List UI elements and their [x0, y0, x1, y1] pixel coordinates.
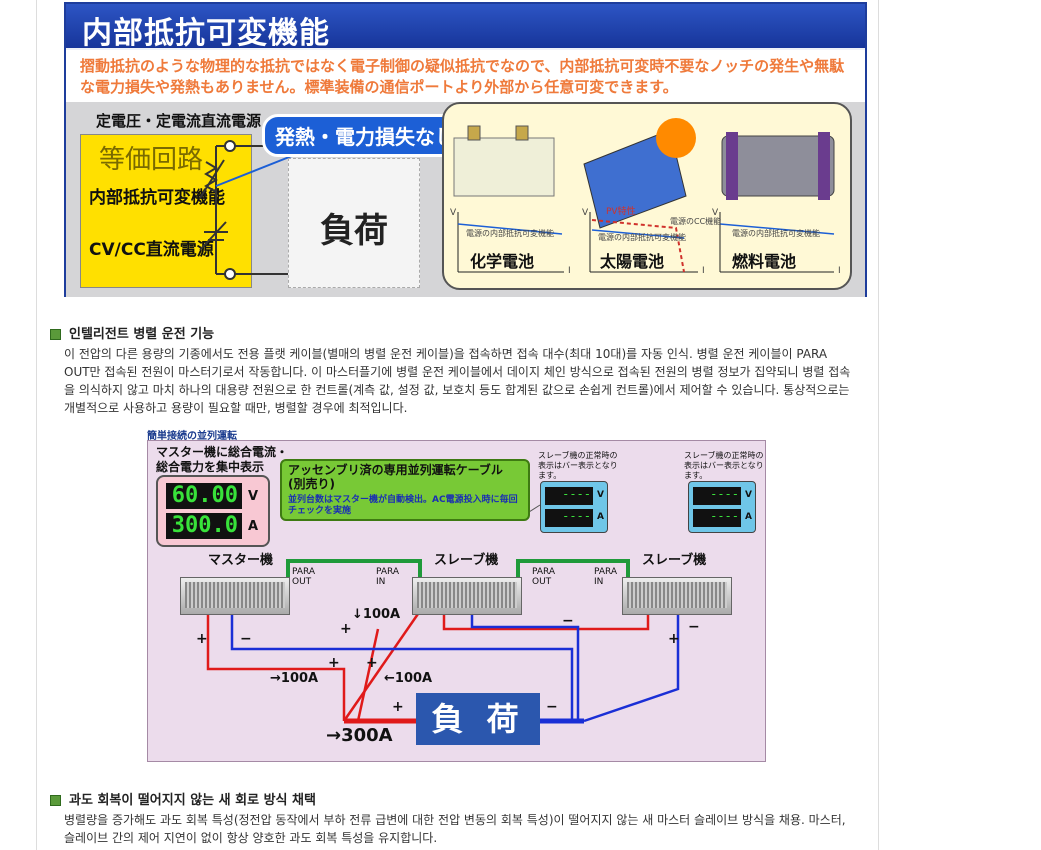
para-in-1: PARA IN: [376, 567, 400, 587]
pv-label: PV特性: [606, 207, 636, 217]
left-border: [36, 0, 37, 850]
slave-note-2: スレーブ機の正常時の表示はバー表示となります。: [684, 451, 764, 480]
fuel-curve-label: 電源の内部抵抗可変機能: [732, 229, 820, 238]
internal-resistance-banner: 内部抵抗可変機能 摺動抵抗のような物理的な抵抗ではなく電子制御の疑似抵抗でなので…: [64, 2, 867, 297]
cvcc-label: CV/CC直流電源: [89, 240, 214, 260]
axis-v-2: V: [582, 208, 589, 218]
psu-caption: 定電圧・定電流直流電源: [96, 112, 262, 130]
banner-title: 内部抵抗可変機能: [82, 16, 330, 51]
circuit-wires: [199, 140, 323, 280]
fuel-battery-label: 燃料電池: [732, 252, 797, 271]
parallel-diagram-tag: 簡単接続の並列運転: [147, 431, 237, 442]
para-in-2: PARA IN: [594, 567, 618, 587]
cable-callout-title: アッセンブリ済の専用並列運転ケーブル (別売り): [288, 463, 503, 491]
chem-curve-label: 電源の内部抵抗可変機能: [466, 229, 554, 238]
minus-sign-2: −: [562, 613, 574, 629]
right-border: [878, 0, 879, 850]
bullet-icon: [50, 329, 61, 340]
cable-title-line1: アッセンブリ済の専用並列運転ケーブル: [288, 463, 503, 477]
slave-power-supply-2: [622, 577, 732, 615]
slave-meter-2: ---- V ---- A: [688, 481, 756, 533]
battery-illustrations: [453, 118, 835, 273]
cc-curve-label: 電源のCC機能: [670, 217, 722, 226]
slave1-front-panel: [417, 582, 517, 608]
slave2-current-unit: A: [745, 512, 752, 522]
load-label: 負荷: [320, 211, 388, 251]
slave2-front-panel: [627, 582, 727, 608]
slave-meter-1: ---- V ---- A: [540, 481, 608, 533]
cable-title-line2: (別売り): [288, 477, 335, 491]
plus-sign-5: +: [366, 655, 378, 671]
master-caption: マスター機に総合電流・ 総合電力を集中表示: [156, 445, 288, 475]
no-heat-loss-badge: 発熱・電力損失なし: [262, 114, 468, 157]
parallel-load-box: 負 荷: [416, 693, 540, 745]
parallel-wiring: [206, 504, 680, 724]
axis-i-2: I: [702, 266, 705, 276]
slave-unit-label-1: スレーブ機: [434, 553, 499, 568]
banner-description-box: 摺動抵抗のような物理的な抵抗ではなく電子制御の疑似抵抗でなので、内部抵抗可変時不…: [66, 50, 865, 102]
plus-sign-3: +: [668, 631, 680, 647]
equivalent-circuit-label: 等価回路: [99, 145, 204, 175]
para-out-1: PARA OUT: [292, 567, 316, 587]
slave1-voltage-display: ----: [545, 487, 593, 505]
axis-i-1: I: [568, 266, 571, 276]
plus-sign-load: +: [392, 699, 404, 715]
banner-title-bar: 内部抵抗可変機能: [66, 4, 865, 51]
slave2-voltage-display: ----: [693, 487, 741, 505]
axis-v-3: V: [712, 208, 719, 218]
master-caption-line1: マスター機に総合電流・: [156, 445, 289, 459]
master-caption-line2: 総合電力を集中表示: [156, 460, 265, 474]
section-parallel-title: 인텔리전트 병렬 운전 기능: [69, 327, 215, 342]
plus-sign-1: +: [196, 631, 208, 647]
slave-unit-label-2: スレーブ機: [642, 553, 707, 568]
amp-300: →300A: [326, 725, 393, 746]
section-transient-title: 과도 회복이 떨어지지 않는 새 회로 방식 채택: [69, 793, 316, 808]
slave1-current-unit: A: [597, 512, 604, 522]
slave1-current-display: ----: [545, 509, 593, 527]
para-out-2: PARA OUT: [532, 567, 556, 587]
slave2-voltage-unit: V: [745, 490, 752, 500]
amp-100-right: →100A: [270, 671, 319, 686]
slave2-current-display: ----: [693, 509, 741, 527]
banner-description: 摺動抵抗のような物理的な抵抗ではなく電子制御の疑似抵抗でなので、内部抵抗可変時不…: [80, 57, 845, 96]
master-voltage-display: 60.00: [166, 483, 242, 509]
cable-callout: アッセンブリ済の専用並列運転ケーブル (別売り) 並列台数はマスター機が自動検出…: [280, 459, 530, 521]
axis-v-1: V: [450, 208, 457, 218]
axis-i-3: I: [838, 266, 841, 276]
solar-curve-label: 電源の内部抵抗可変機能: [598, 233, 686, 242]
master-power-supply: [180, 577, 290, 615]
battery-examples-panel: 電源の内部抵抗可変機能 化学電池 PV特性 電源のCC機能 電源の内部抵抗可変機…: [442, 102, 852, 290]
plus-sign-2: +: [340, 621, 352, 637]
minus-sign-load: −: [546, 699, 558, 715]
equivalent-circuit-diagram: 定電圧・定電流直流電源 等価回路 内部抵抗可変機能 CV/CC直流電源 発熱・電…: [66, 102, 865, 297]
solar-battery-label: 太陽電池: [600, 252, 665, 271]
variable-resistance-label: 内部抵抗可変機能: [89, 188, 225, 208]
bullet-icon: [50, 795, 61, 806]
master-unit-label: マスター機: [208, 553, 274, 568]
master-current-display: 300.0: [166, 513, 242, 539]
slave-note-1: スレーブ機の正常時の表示はバー表示となります。: [538, 451, 618, 480]
minus-sign-3: −: [688, 619, 700, 635]
master-voltage-unit: V: [248, 489, 259, 504]
master-meter: 60.00 V 300.0 A: [156, 475, 270, 547]
parallel-operation-diagram: マスター機に総合電流・ 総合電力を集中表示 60.00 V 300.0 A アッ…: [147, 440, 766, 762]
master-current-unit: A: [248, 519, 259, 534]
load-box: 負荷: [288, 158, 420, 288]
section-transient-heading: 과도 회복이 떨어지지 않는 새 회로 방식 채택: [50, 789, 316, 808]
section-parallel-heading: 인텔리전트 병렬 운전 기능: [50, 323, 214, 342]
cable-callout-note: 並列台数はマスター機が自動検出。AC電源投入時に毎回チェックを実施: [288, 495, 518, 516]
master-front-panel: [185, 582, 285, 608]
plus-sign-4: +: [328, 655, 340, 671]
slave1-voltage-unit: V: [597, 490, 604, 500]
chem-battery-label: 化学電池: [470, 252, 535, 271]
minus-sign-1: −: [240, 631, 252, 647]
slave-power-supply-1: [412, 577, 522, 615]
section-transient-body: 병렬량을 증가해도 과도 회복 특성(정전압 동작에서 부하 전류 급변에 대한…: [64, 813, 846, 845]
section-parallel-body: 이 전압의 다른 용량의 기종에서도 전용 플랫 케이블(별매의 병렬 운전 케…: [64, 347, 851, 415]
amp-100-down: ↓100A: [352, 607, 401, 622]
amp-100-left: ←100A: [384, 671, 433, 686]
